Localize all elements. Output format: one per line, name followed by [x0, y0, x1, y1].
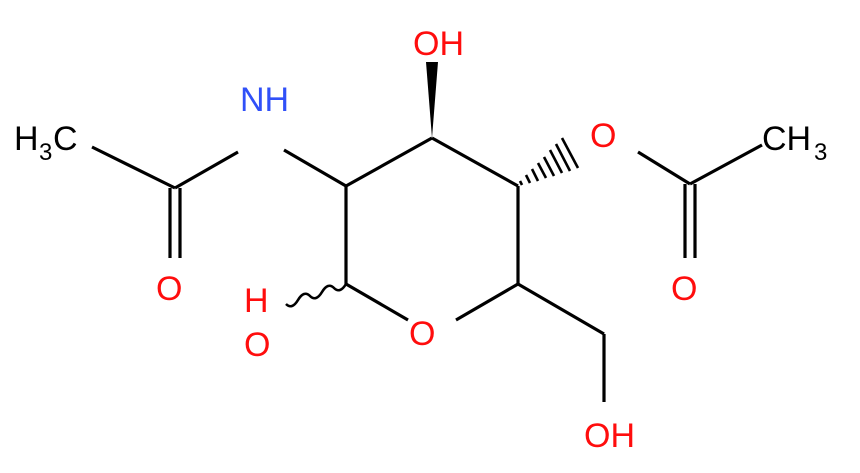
bond-ring-o-c1	[345, 282, 409, 322]
bond-c3-c4	[431, 136, 519, 188]
bond-ch3-carbonyl-left	[91, 145, 176, 190]
label-nh: NH	[240, 81, 289, 119]
bond-c5-ring-o	[455, 282, 519, 322]
bond-carbonyl-ch3-right	[689, 143, 763, 186]
bond-ester-o-carbonyl	[637, 150, 691, 186]
wavy-bond-c1-oh	[285, 283, 348, 308]
label-ester-o: O	[590, 117, 616, 155]
label-h3c-h: H	[14, 120, 39, 158]
label-ch3-right-sub: 3	[814, 139, 827, 166]
label-ring-o: O	[409, 315, 435, 353]
label-amide-o: O	[156, 270, 182, 308]
wedge-bond-c3-oh	[426, 62, 438, 138]
bond-carbonyl-n	[174, 150, 239, 190]
label-ch3-right: CH	[762, 120, 811, 158]
bonds	[91, 136, 763, 402]
atom-labels: H 3 C NH O OH O O CH 3 H O O OH	[14, 25, 827, 455]
label-anomeric-h: H	[244, 282, 269, 320]
label-h3c-sub: 3	[39, 139, 52, 166]
bond-c2-c3	[345, 136, 433, 188]
hashed-wedge-c4-o	[518, 137, 580, 186]
label-h3c-c: C	[53, 120, 78, 158]
bond-c5-ch2	[517, 282, 605, 336]
label-anomeric-o: O	[244, 326, 270, 364]
label-oh-bottom: OH	[584, 417, 635, 455]
label-ester-carbonyl-o: O	[671, 270, 697, 308]
label-oh-top: OH	[413, 25, 464, 63]
bond-n-c2	[283, 148, 347, 188]
